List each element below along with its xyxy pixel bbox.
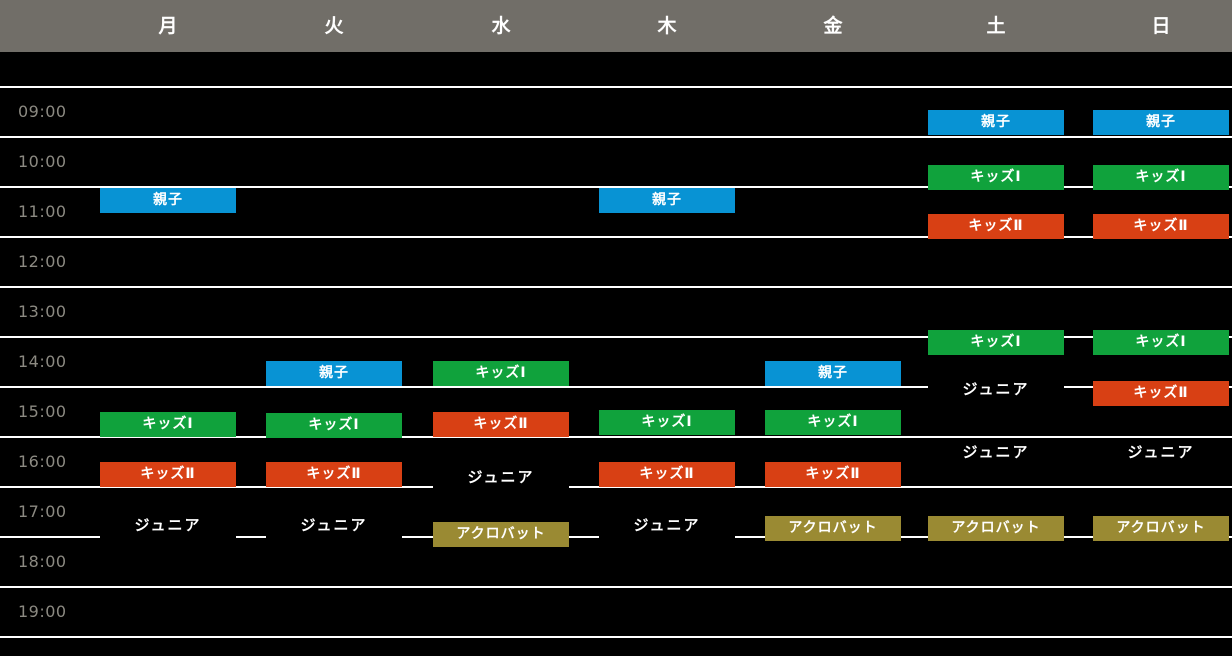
hour-gridline (0, 436, 1232, 438)
schedule-block-kids2: キッズⅡ (765, 462, 901, 487)
schedule-block-kids2: キッズⅡ (1093, 381, 1229, 406)
hour-gridline (0, 236, 1232, 238)
schedule-block-junior: ジュニア (433, 465, 569, 490)
day-header-thu: 木 (657, 15, 677, 37)
schedule-block-kids2: キッズⅡ (928, 214, 1064, 239)
schedule-block-oyako: 親子 (100, 188, 236, 213)
schedule-block-acrobat: アクロバット (928, 516, 1064, 541)
day-header-mon: 月 (158, 15, 178, 37)
schedule-block-junior: ジュニア (928, 440, 1064, 465)
schedule-block-junior: ジュニア (928, 377, 1064, 402)
schedule-block-oyako: 親子 (599, 188, 735, 213)
schedule-block-kids1: キッズⅠ (928, 330, 1064, 355)
day-header-sun: 日 (1151, 15, 1171, 37)
hour-gridline (0, 86, 1232, 88)
time-label: 15:00 (18, 402, 67, 421)
day-header-bar: 月 火 水 木 金 土 日 (0, 0, 1232, 52)
day-header-sat: 土 (986, 15, 1006, 37)
schedule-block-acrobat: アクロバット (1093, 516, 1229, 541)
time-label: 11:00 (18, 202, 67, 221)
schedule-block-kids1: キッズⅠ (266, 413, 402, 438)
schedule-block-junior: ジュニア (266, 513, 402, 538)
hour-gridline (0, 186, 1232, 188)
hour-gridline (0, 286, 1232, 288)
schedule-block-oyako: 親子 (928, 110, 1064, 135)
schedule-block-acrobat: アクロバット (433, 522, 569, 547)
schedule-block-oyako: 親子 (765, 361, 901, 386)
schedule-block-junior: ジュニア (1093, 440, 1229, 465)
schedule-block-kids1: キッズⅠ (433, 361, 569, 386)
schedule-block-junior: ジュニア (100, 513, 236, 538)
schedule-block-oyako: 親子 (1093, 110, 1229, 135)
schedule-block-kids2: キッズⅡ (599, 462, 735, 487)
schedule-block-kids1: キッズⅠ (765, 410, 901, 435)
hour-gridline (0, 586, 1232, 588)
time-label: 12:00 (18, 252, 67, 271)
schedule-block-kids1: キッズⅠ (599, 410, 735, 435)
day-header-fri: 金 (823, 15, 843, 37)
hour-gridline (0, 136, 1232, 138)
time-label: 18:00 (18, 552, 67, 571)
time-label: 14:00 (18, 352, 67, 371)
schedule-block-acrobat: アクロバット (765, 516, 901, 541)
time-label: 09:00 (18, 102, 67, 121)
hour-gridline (0, 386, 1232, 388)
hour-gridline (0, 486, 1232, 488)
schedule-block-kids2: キッズⅡ (266, 462, 402, 487)
time-label: 10:00 (18, 152, 67, 171)
hour-gridline (0, 336, 1232, 338)
schedule-block-kids1: キッズⅠ (1093, 330, 1229, 355)
time-label: 16:00 (18, 452, 67, 471)
schedule-block-kids1: キッズⅠ (100, 412, 236, 437)
time-label: 13:00 (18, 302, 67, 321)
schedule-block-kids2: キッズⅡ (433, 412, 569, 437)
schedule-block-junior: ジュニア (599, 513, 735, 538)
hour-gridline (0, 636, 1232, 638)
schedule-block-kids2: キッズⅡ (100, 462, 236, 487)
schedule-block-oyako: 親子 (266, 361, 402, 386)
day-header-wed: 水 (491, 15, 511, 37)
day-header-tue: 火 (324, 15, 344, 37)
time-label: 17:00 (18, 502, 67, 521)
schedule-block-kids1: キッズⅠ (1093, 165, 1229, 190)
time-label: 19:00 (18, 602, 67, 621)
schedule-block-kids1: キッズⅠ (928, 165, 1064, 190)
schedule-block-kids2: キッズⅡ (1093, 214, 1229, 239)
